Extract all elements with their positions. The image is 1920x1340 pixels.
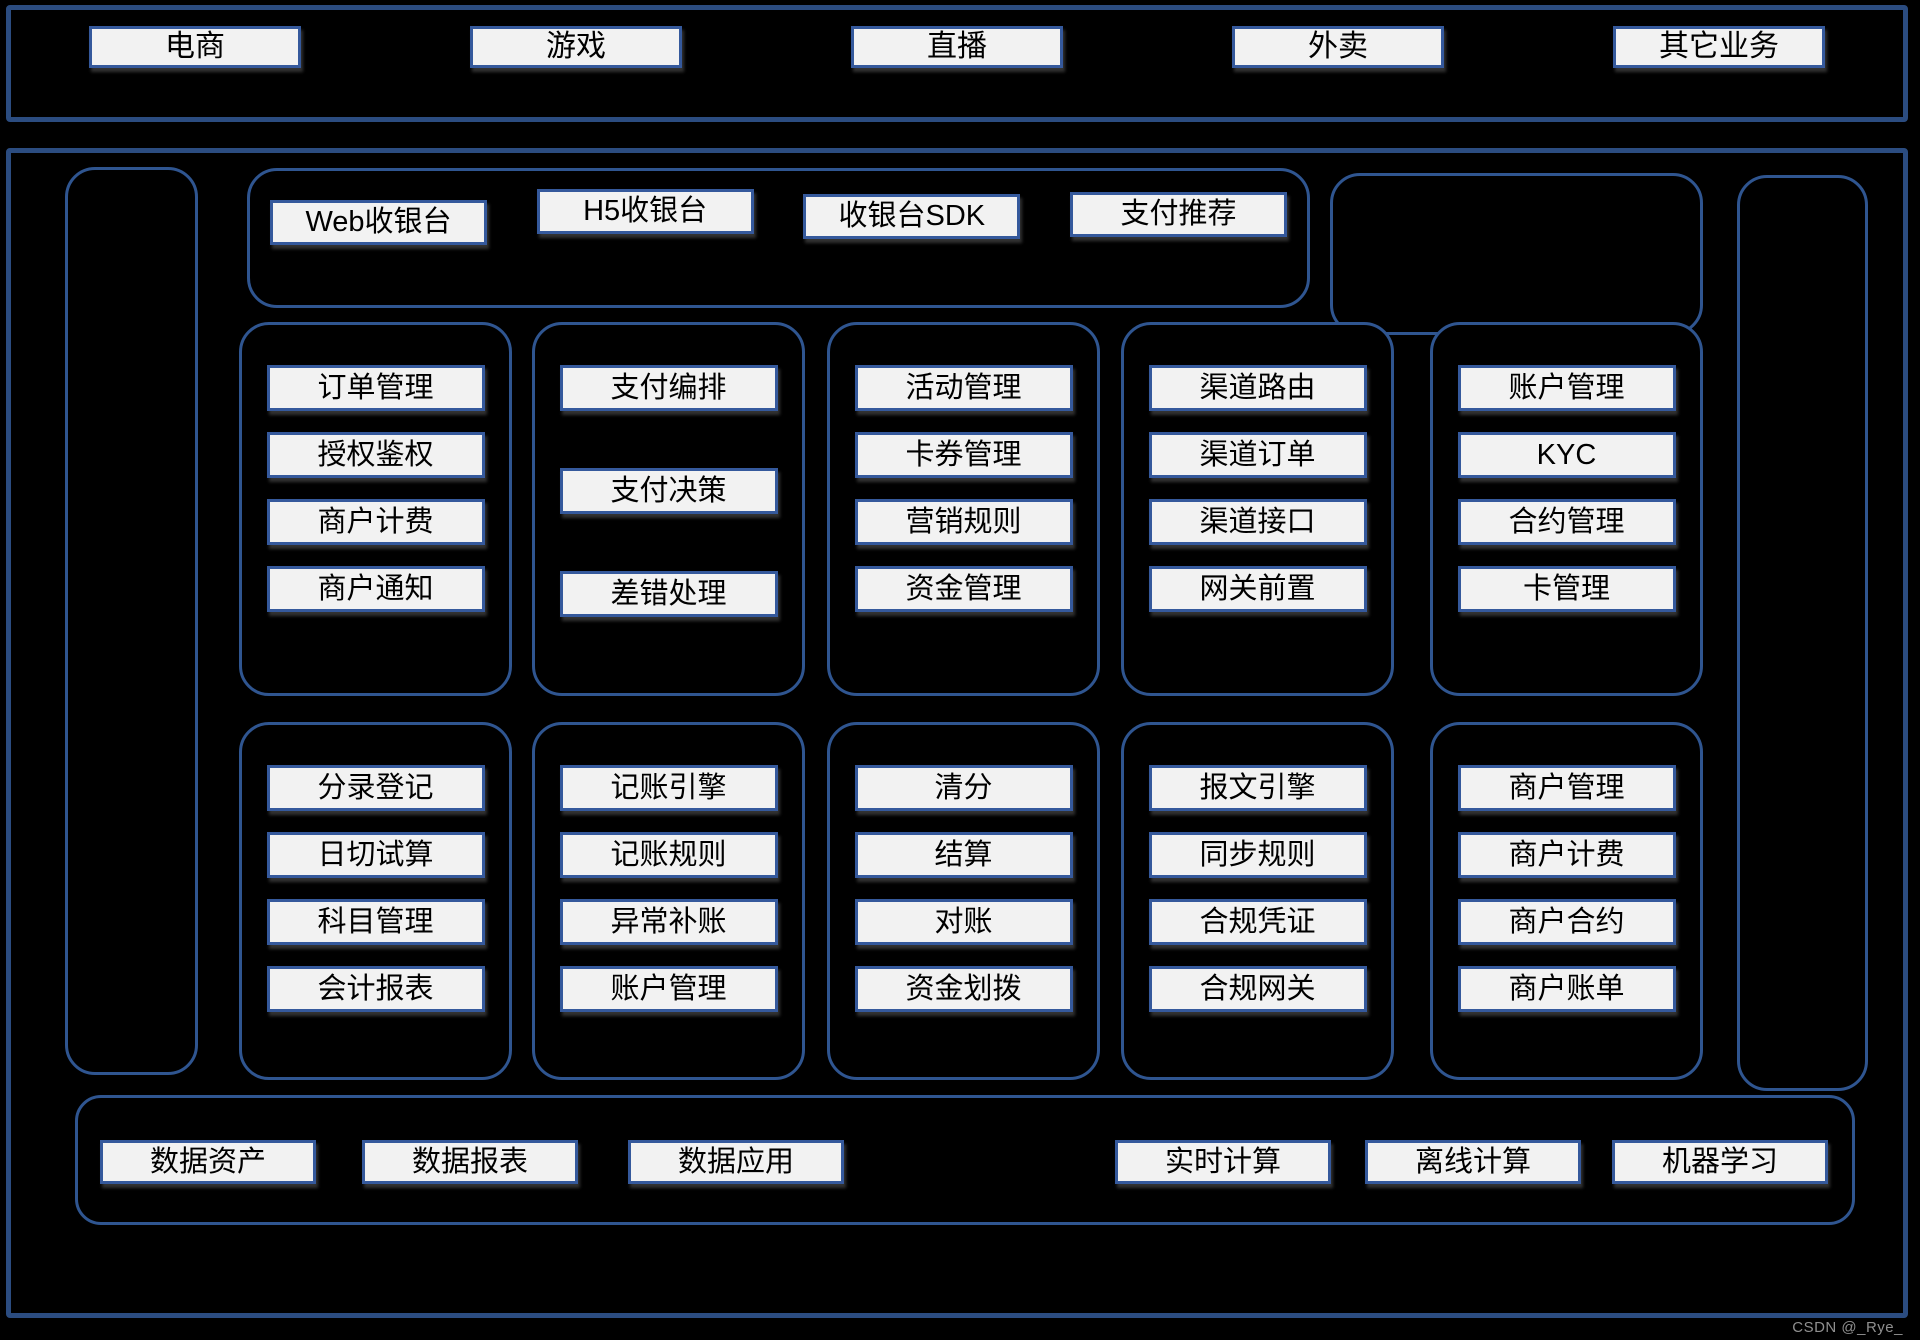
order-module-group: 订单管理 授权鉴权 商户计费 商户通知 <box>239 322 512 696</box>
module-node: 报文引擎 <box>1148 765 1367 811</box>
ledger-module-group: 分录登记 日切试算 科目管理 会计报表 <box>239 722 512 1080</box>
module-node: 科目管理 <box>266 899 485 945</box>
module-node: 商户通知 <box>266 566 485 612</box>
data-node: 离线计算 <box>1365 1140 1581 1184</box>
data-node: 机器学习 <box>1612 1140 1828 1184</box>
checkout-node: H5收银台 <box>536 189 754 234</box>
data-node: 数据资产 <box>100 1140 316 1184</box>
module-node: 订单管理 <box>266 365 485 411</box>
module-node: 分录登记 <box>266 765 485 811</box>
channel-node: 游戏 <box>470 26 682 68</box>
module-node: 商户计费 <box>1457 832 1676 878</box>
module-node: 渠道接口 <box>1148 499 1367 545</box>
module-node: 结算 <box>854 832 1073 878</box>
module-node: 卡管理 <box>1457 566 1676 612</box>
checkout-node: 收银台SDK <box>803 194 1021 239</box>
module-node: 卡券管理 <box>854 432 1073 478</box>
module-node: 渠道订单 <box>1148 432 1367 478</box>
data-node: 数据应用 <box>628 1140 844 1184</box>
channel-node: 其它业务 <box>1613 26 1825 68</box>
module-node: 资金划拨 <box>854 966 1073 1012</box>
channel-node: 外卖 <box>1232 26 1444 68</box>
csdn-watermark: CSDN @_Rye_ <box>1792 1319 1903 1336</box>
module-node: 对账 <box>854 899 1073 945</box>
module-node: 记账引擎 <box>559 765 778 811</box>
module-node: 网关前置 <box>1148 566 1367 612</box>
left-rail-group <box>65 167 198 1075</box>
checkout-node: 支付推荐 <box>1069 192 1287 237</box>
channel-gateway-group: 渠道路由 渠道订单 渠道接口 网关前置 <box>1121 322 1394 696</box>
module-node: 支付决策 <box>559 468 778 514</box>
module-node: 会计报表 <box>266 966 485 1012</box>
module-node: 授权鉴权 <box>266 432 485 478</box>
channel-node: 电商 <box>89 26 301 68</box>
main-architecture-panel: Web收银台 H5收银台 收银台SDK 支付推荐 订单管理 授权鉴权 商户计费 … <box>6 148 1908 1318</box>
checkout-group: Web收银台 H5收银台 收银台SDK 支付推荐 <box>247 168 1310 308</box>
module-node: 资金管理 <box>854 566 1073 612</box>
module-node: 记账规则 <box>559 832 778 878</box>
top-channels-bar: 电商 游戏 直播 外卖 其它业务 <box>6 5 1908 122</box>
module-node: 差错处理 <box>559 571 778 617</box>
module-node: 异常补账 <box>559 899 778 945</box>
module-node: 支付编排 <box>559 365 778 411</box>
module-node: 商户合约 <box>1457 899 1676 945</box>
module-node: 商户计费 <box>266 499 485 545</box>
payment-core-group: 支付编排 支付决策 差错处理 <box>532 322 805 696</box>
empty-group-box <box>1330 173 1703 335</box>
checkout-node: Web收银台 <box>270 200 487 245</box>
module-node: 账户管理 <box>559 966 778 1012</box>
data-node: 数据报表 <box>362 1140 578 1184</box>
module-node: 同步规则 <box>1148 832 1367 878</box>
module-node: 合规凭证 <box>1148 899 1367 945</box>
settlement-module-group: 清分 结算 对账 资金划拨 <box>827 722 1100 1080</box>
module-node: 账户管理 <box>1457 365 1676 411</box>
channel-node: 直播 <box>851 26 1063 68</box>
module-node: 营销规则 <box>854 499 1073 545</box>
data-platform-group: 数据资产 数据报表 数据应用 实时计算 离线计算 机器学习 <box>75 1095 1855 1225</box>
module-node: 合规网关 <box>1148 966 1367 1012</box>
module-node: 活动管理 <box>854 365 1073 411</box>
module-node: 合约管理 <box>1457 499 1676 545</box>
compliance-module-group: 报文引擎 同步规则 合规凭证 合规网关 <box>1121 722 1394 1080</box>
data-node: 实时计算 <box>1115 1140 1331 1184</box>
module-node: 清分 <box>854 765 1073 811</box>
module-node: 日切试算 <box>266 832 485 878</box>
module-node: 商户管理 <box>1457 765 1676 811</box>
module-node: 渠道路由 <box>1148 365 1367 411</box>
merchant-module-group: 商户管理 商户计费 商户合约 商户账单 <box>1430 722 1703 1080</box>
account-module-group: 账户管理 KYC 合约管理 卡管理 <box>1430 322 1703 696</box>
module-node: KYC <box>1457 432 1676 478</box>
right-rail-group <box>1737 175 1868 1091</box>
accounting-module-group: 记账引擎 记账规则 异常补账 账户管理 <box>532 722 805 1080</box>
module-node: 商户账单 <box>1457 966 1676 1012</box>
marketing-module-group: 活动管理 卡券管理 营销规则 资金管理 <box>827 322 1100 696</box>
